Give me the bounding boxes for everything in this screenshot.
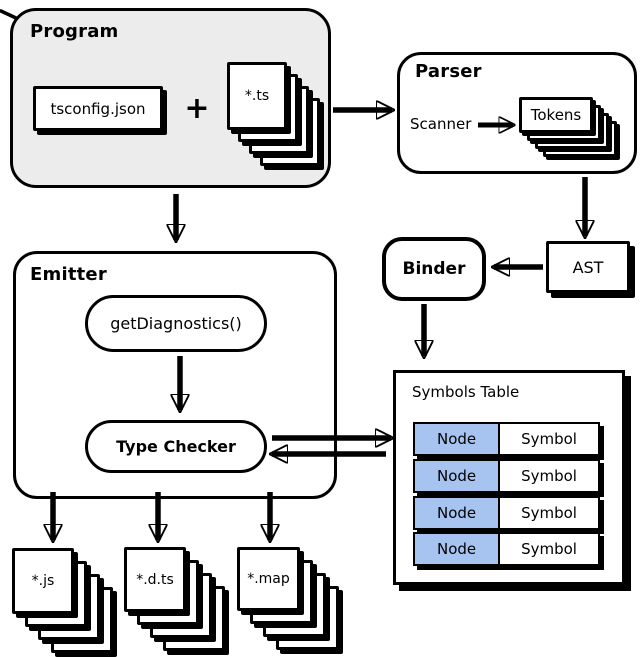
type-checker-label: Type Checker (116, 437, 236, 456)
binder-box: Binder (382, 237, 486, 301)
tokens-label: Tokens (530, 106, 582, 124)
tsconfig-label: tsconfig.json (50, 99, 146, 118)
emitter-title: Emitter (30, 264, 107, 285)
corner-stroke-artifact (0, 9, 18, 20)
map-stack-label: *.map (247, 571, 290, 587)
ast-label: AST (572, 257, 604, 277)
symbol-cell: Symbol (521, 504, 577, 522)
symbol-cell: Symbol (521, 540, 577, 558)
dts-stack-label: *.d.ts (136, 571, 174, 588)
scanner-label: Scanner (410, 115, 472, 133)
js-output-stack: *.js (12, 548, 113, 653)
symbols-table-row: Node Symbol (413, 422, 600, 456)
tsconfig-box: tsconfig.json (33, 86, 163, 131)
get-diagnostics-label: getDiagnostics() (110, 314, 242, 333)
program-title: Program (30, 21, 119, 42)
stack-page-front: *.js (12, 548, 74, 614)
node-cell: Node (415, 498, 501, 528)
ast-box: AST (546, 241, 630, 293)
symbols-table: Symbols Table Node Symbol Node Symbol No… (393, 370, 625, 585)
ts-stack-label: *.ts (244, 88, 270, 104)
stack-page-front: *.d.ts (124, 547, 186, 612)
js-stack-label: *.js (31, 573, 55, 589)
symbols-table-row: Node Symbol (413, 496, 600, 530)
plus-sign: + (184, 91, 210, 126)
symbols-table-row: Node Symbol (413, 532, 600, 566)
node-cell: Node (415, 424, 501, 454)
dts-output-stack: *.d.ts (124, 547, 225, 651)
symbols-table-row: Node Symbol (413, 459, 600, 493)
binder-label: Binder (402, 259, 466, 279)
emitter-box: Emitter getDiagnostics() Type Checker (13, 251, 337, 499)
symbol-cell: Symbol (521, 430, 577, 448)
type-checker-pill: Type Checker (85, 420, 267, 473)
node-cell: Node (415, 461, 501, 491)
ts-file-stack: *.ts (227, 62, 320, 166)
get-diagnostics-pill: getDiagnostics() (85, 295, 267, 352)
symbol-cell: Symbol (521, 467, 577, 485)
stack-page-front: *.map (237, 547, 300, 611)
stack-page-front: *.ts (227, 62, 287, 130)
symbols-table-title: Symbols Table (412, 383, 520, 401)
parser-title: Parser (415, 61, 482, 82)
program-box: Program tsconfig.json + *.ts (10, 8, 331, 188)
stack-page-front: Tokens (519, 97, 593, 133)
tokens-stack: Tokens (519, 97, 617, 157)
parser-box: Parser Scanner Tokens (397, 52, 637, 174)
node-cell: Node (415, 534, 501, 564)
map-output-stack: *.map (237, 547, 339, 650)
